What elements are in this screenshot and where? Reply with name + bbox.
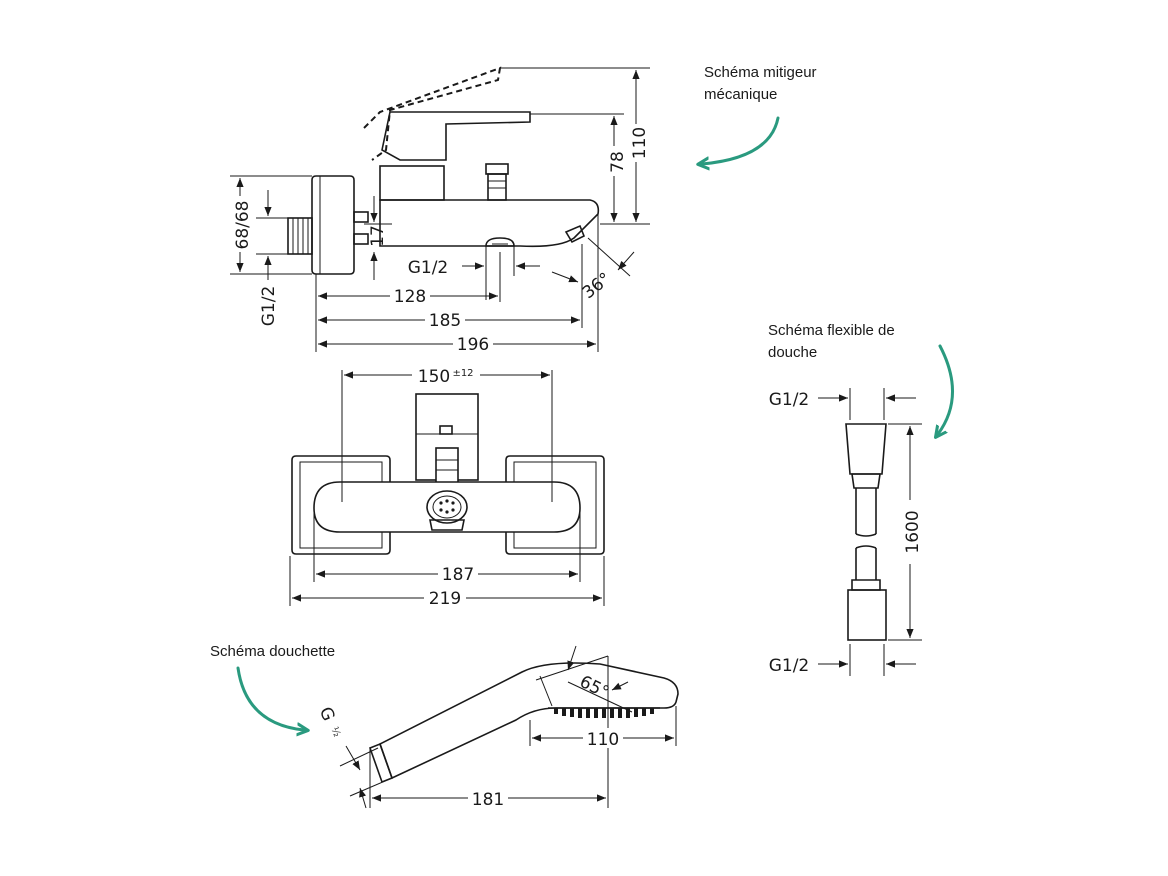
dim-g-thread-label: G — [315, 704, 338, 724]
dim-185-label: 185 — [429, 311, 461, 331]
dim-17-label: 17 — [368, 225, 388, 247]
caption-hose-text: Schéma flexible de douche — [768, 322, 895, 361]
mixer-side-labels: 110 78 17 68/68 G1/2 G1/2 36° 128 185 19… — [229, 124, 650, 355]
dim-110-label: 110 — [630, 127, 650, 159]
arrow-handshower-callout — [236, 666, 304, 730]
dim-187-label: 187 — [442, 565, 474, 585]
dim-78-label: 78 — [608, 151, 628, 173]
dim-219-label: 219 — [429, 589, 461, 609]
mixer-top-labels: 150 ±12 187 219 — [412, 364, 480, 609]
hand-shower-view — [339, 645, 679, 809]
arrow-mixer-callout — [702, 116, 780, 164]
dim-150-label: 150 — [418, 367, 450, 387]
dim-g12-left-label: G1/2 — [259, 286, 279, 327]
arrow-hose-callout — [938, 344, 954, 434]
caption-mixer-text: Schéma mitigeur mécanique — [704, 64, 817, 103]
caption-handshower: Schéma douchette — [210, 641, 380, 663]
dim-181-label: 181 — [472, 790, 504, 810]
dim-g12-hose-bottom-label: G1/2 — [769, 656, 810, 676]
dim-1600-label: 1600 — [903, 510, 923, 553]
shower-hose-labels: G1/2 1600 G1/2 — [769, 390, 923, 676]
dim-g12-hose-top-label: G1/2 — [769, 390, 810, 410]
caption-hose: Schéma flexible de douche — [768, 320, 938, 364]
caption-handshower-text: Schéma douchette — [210, 643, 336, 660]
dim-150-tolerance: ±12 — [452, 368, 473, 379]
caption-mixer: Schéma mitigeur mécanique — [704, 62, 864, 106]
callout-arrows — [236, 116, 954, 730]
dim-half-thread-label: ½ — [328, 725, 343, 739]
dim-128-label: 128 — [394, 287, 426, 307]
dim-110-shower-label: 110 — [587, 730, 619, 750]
dim-196-label: 196 — [457, 335, 489, 355]
dim-g12-spout-label: G1/2 — [408, 258, 449, 278]
shower-hose-view — [818, 388, 922, 676]
dim-36deg-label: 36° — [579, 269, 615, 303]
dim-68-68-label: 68/68 — [233, 201, 253, 250]
